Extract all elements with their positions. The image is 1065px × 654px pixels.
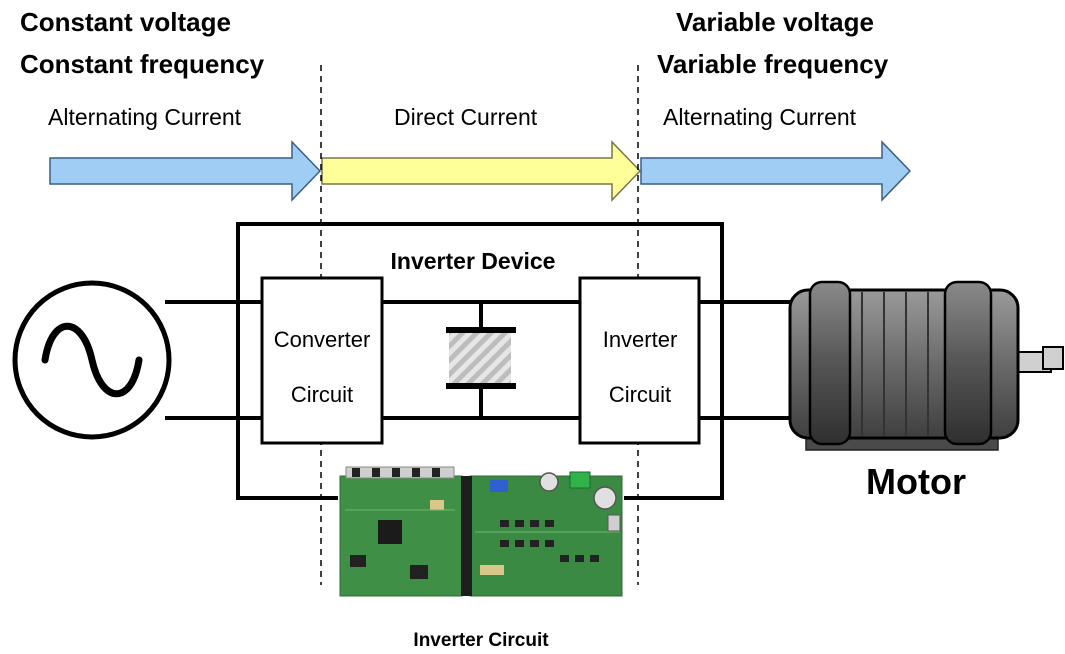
ac-input-arrow: [49, 140, 322, 202]
ac-output-arrow: [640, 140, 912, 202]
left-heading-line1: Constant voltage: [20, 7, 231, 37]
inverter-label-line1: Inverter: [603, 327, 678, 352]
input-current-label: Alternating Current: [48, 104, 242, 130]
converter-label-line2: Circuit: [291, 382, 353, 407]
inverter-device-title: Inverter Device: [391, 248, 556, 274]
output-current-label: Alternating Current: [663, 104, 857, 130]
dc-current-label: Direct Current: [394, 104, 538, 130]
pcb-board-image: [338, 466, 624, 598]
right-heading-line1: Variable voltage: [676, 7, 874, 37]
motor-label: Motor: [866, 461, 966, 502]
inverter-label-line2: Circuit: [609, 382, 671, 407]
converter-label-line1: Converter: [274, 327, 371, 352]
inverter-circuit-box: [578, 276, 701, 445]
converter-circuit-box: [260, 276, 384, 445]
ac-source-sine-icon: [12, 280, 172, 440]
capacitor-icon: [446, 302, 516, 418]
left-heading-line2: Constant frequency: [20, 49, 265, 79]
motor-icon: [788, 280, 1064, 451]
dc-arrow: [321, 140, 642, 202]
inverter-circuit-caption: Inverter Circuit: [413, 630, 549, 651]
right-heading-line2: Variable frequency: [657, 49, 889, 79]
